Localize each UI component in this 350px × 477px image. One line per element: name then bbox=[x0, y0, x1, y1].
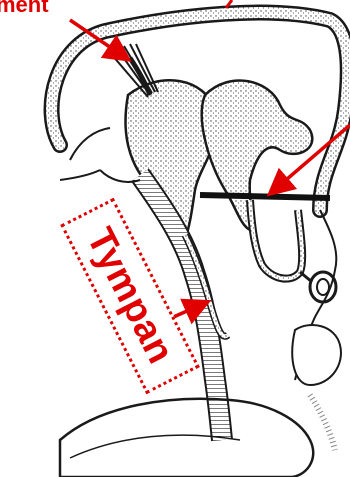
horizontal-bar bbox=[200, 195, 330, 198]
right-lower-organ bbox=[292, 325, 341, 385]
ossicle-right-lobe bbox=[202, 81, 313, 230]
upper-arc-line bbox=[70, 128, 110, 160]
ligament-label: ment bbox=[0, 0, 49, 16]
descending-process bbox=[250, 200, 302, 279]
left-contour-line-2 bbox=[60, 170, 100, 180]
stapes-link bbox=[300, 272, 312, 282]
bottom-right-shading bbox=[310, 395, 335, 450]
bottom-mass bbox=[60, 399, 313, 477]
